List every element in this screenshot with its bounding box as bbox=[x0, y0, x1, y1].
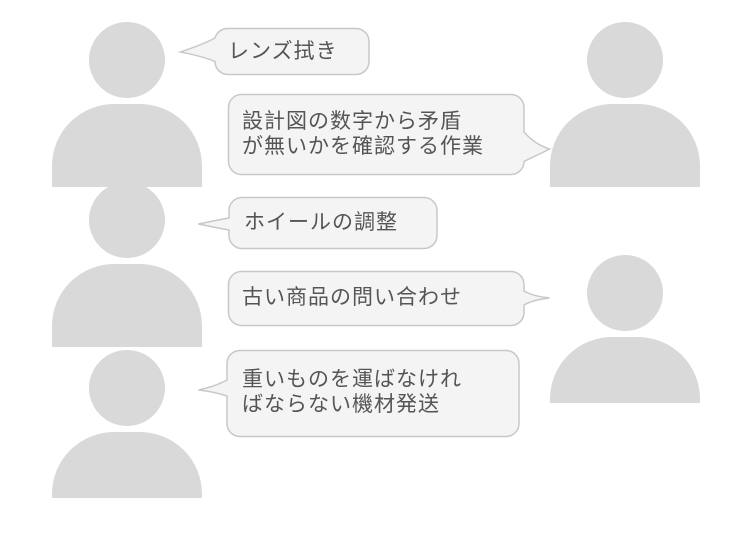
message-bubble-2: 設計図の数字から矛盾 が無いかを確認する作業 bbox=[227, 93, 552, 176]
avatar-right-1 bbox=[550, 22, 700, 187]
bubble-shape bbox=[177, 27, 370, 76]
avatar-head bbox=[89, 350, 165, 426]
avatar-head bbox=[89, 22, 165, 98]
message-bubble-3: ホイールの調整 bbox=[198, 196, 438, 250]
message-text: 重いものを運ばなけれ ばならない機材発送 bbox=[242, 367, 462, 416]
message-text: 設計図の数字から矛盾 が無いかを確認する作業 bbox=[242, 109, 484, 158]
avatar-head bbox=[587, 255, 663, 331]
message-text: ホイールの調整 bbox=[244, 210, 398, 234]
avatar-left-3 bbox=[52, 350, 202, 498]
avatar-left-1 bbox=[52, 22, 202, 187]
message-bubble-4: 古い商品の問い合わせ bbox=[227, 270, 550, 327]
avatar-body bbox=[52, 264, 202, 347]
bubble-shape bbox=[227, 93, 552, 176]
avatar-body bbox=[52, 104, 202, 187]
avatar-head bbox=[587, 22, 663, 98]
avatar-body bbox=[550, 337, 700, 403]
message-text: レンズ拭き bbox=[228, 39, 338, 63]
avatar-right-2 bbox=[550, 255, 700, 403]
message-bubble-5: 重いものを運ばなけれ ばならない機材発送 bbox=[198, 349, 520, 438]
avatar-body bbox=[52, 432, 202, 498]
bubble-shape bbox=[198, 349, 520, 438]
avatar-head bbox=[89, 182, 165, 258]
bubble-shape bbox=[198, 196, 438, 250]
avatar-left-2 bbox=[52, 182, 202, 347]
avatar-body bbox=[550, 104, 700, 187]
message-bubble-1: レンズ拭き bbox=[177, 27, 370, 76]
bubble-shape bbox=[227, 270, 550, 327]
message-text: 古い商品の問い合わせ bbox=[242, 285, 462, 309]
